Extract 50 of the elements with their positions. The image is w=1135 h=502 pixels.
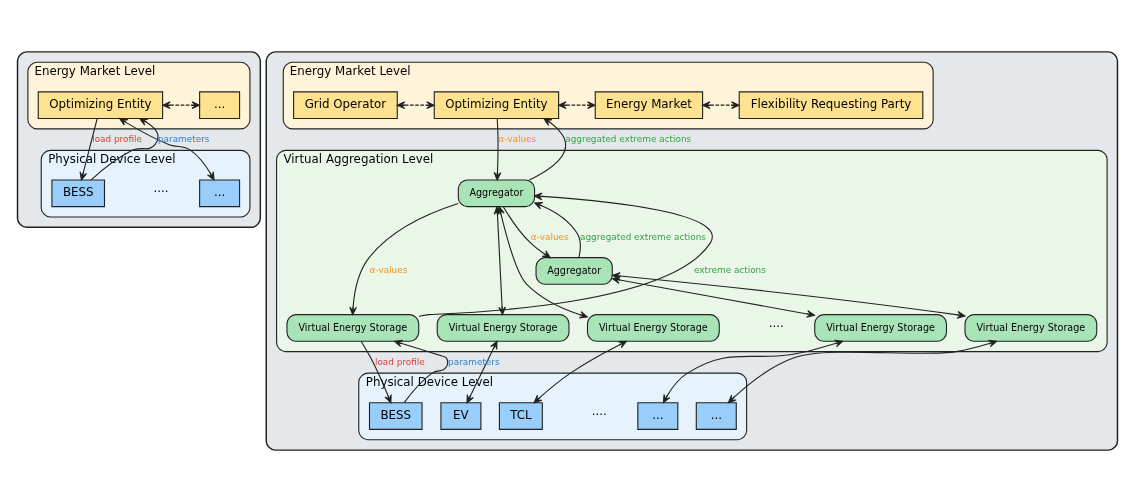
node-box: ...	[637, 402, 679, 430]
cluster	[16, 51, 262, 229]
edge-label: load profile	[374, 356, 425, 367]
node-box: Virtual Energy Storage	[286, 314, 420, 342]
node-box: Energy Market	[594, 91, 704, 120]
arrow	[702, 101, 740, 110]
arrow	[727, 339, 998, 404]
arrow	[534, 202, 581, 258]
edge-label: α-values	[498, 133, 537, 144]
node-box: ...	[695, 402, 737, 430]
arrow	[662, 339, 844, 404]
arrow	[396, 101, 435, 110]
node-box: Virtual Energy Storage	[586, 314, 720, 342]
arrow	[528, 118, 567, 181]
edge-label: extreme actions	[694, 265, 766, 276]
node-box: Virtual Energy Storage	[964, 314, 1098, 342]
arrow	[502, 206, 551, 259]
node-box: Aggregator	[535, 257, 613, 285]
node-box: Flexibility Requesting Party	[738, 91, 924, 120]
node-box: BESS	[368, 402, 423, 430]
node-box: ...	[199, 91, 241, 120]
arrow	[533, 340, 627, 404]
cluster	[265, 51, 1119, 451]
node-box: Optimizing Entity	[433, 91, 560, 120]
arrow	[79, 117, 98, 181]
edge-label: load profile	[92, 133, 142, 144]
arrow	[119, 118, 215, 181]
node-box: Grid Operator	[293, 91, 398, 120]
node-box: Optimizing Entity	[37, 91, 164, 120]
arrow	[360, 340, 392, 404]
node-box: Aggregator	[457, 179, 536, 208]
arrow	[394, 339, 449, 404]
label: ····	[153, 185, 169, 200]
label: ····	[591, 407, 607, 422]
node-box: Virtual Energy Storage	[436, 314, 570, 342]
arrow	[349, 203, 459, 316]
node-box: ...	[199, 179, 241, 208]
node-box: Virtual Energy Storage	[814, 314, 948, 342]
node-box: EV	[440, 402, 482, 430]
node-box: TCL	[498, 402, 543, 430]
arrow	[162, 101, 200, 110]
edge-label: α-values	[369, 265, 408, 276]
label: ····	[768, 319, 784, 334]
arrow	[493, 118, 502, 181]
edge-label: aggregated extreme actions	[565, 133, 692, 144]
edge-label: aggregated extreme actions	[580, 232, 706, 243]
node-box: BESS	[51, 179, 106, 208]
arrow	[558, 101, 596, 110]
edge-label: parameters	[157, 133, 210, 144]
edge-label: α-values	[530, 232, 569, 243]
